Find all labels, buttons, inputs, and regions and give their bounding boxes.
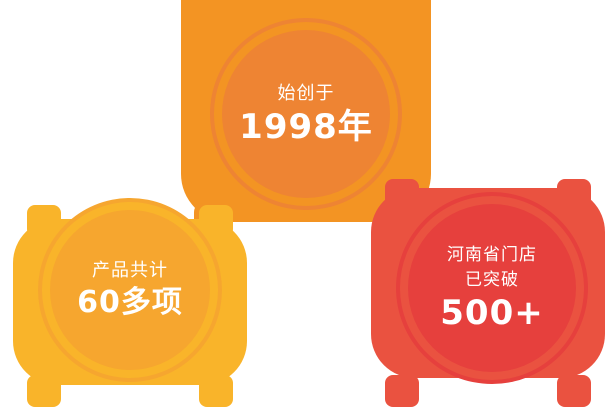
corner-tab (199, 205, 233, 237)
badge-founded-year: 始创于 1998年 (181, 0, 431, 235)
corner-tab (385, 375, 419, 407)
badge-value: 1998年 (239, 107, 373, 147)
corner-tab (557, 375, 591, 407)
corner-tab (557, 179, 591, 211)
badge-label: 河南省门店 (447, 245, 537, 265)
badge-product-count: 产品共计 60多项 (13, 195, 247, 407)
corner-tab (27, 205, 61, 237)
badge-label: 始创于 (277, 83, 335, 104)
medal-disc: 始创于 1998年 (222, 30, 390, 198)
badge-sublabel: 已突破 (465, 270, 519, 290)
badge-label: 产品共计 (92, 260, 168, 281)
badge-store-count: 河南省门店 已突破 500+ (371, 179, 605, 407)
corner-tab (199, 375, 233, 407)
corner-tab (385, 179, 419, 211)
medal-disc: 河南省门店 已突破 500+ (408, 204, 576, 372)
badge-value: 60多项 (77, 285, 183, 320)
badge-value: 500+ (440, 293, 544, 333)
medal-disc: 产品共计 60多项 (50, 210, 210, 370)
corner-tab (27, 375, 61, 407)
